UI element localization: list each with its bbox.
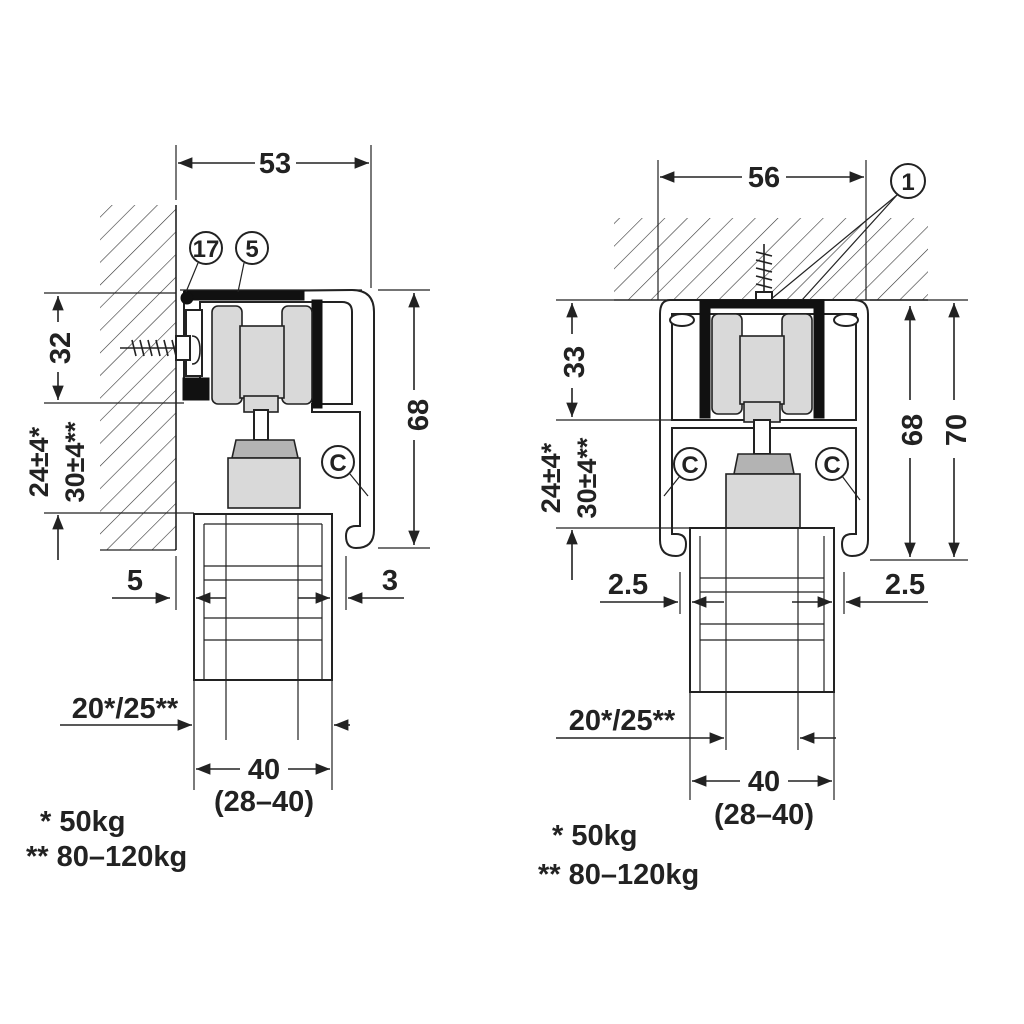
dim-height-68: 68 (403, 399, 435, 431)
roller-left (211, 305, 243, 405)
right-note-2: ** 80–120kg (538, 859, 699, 891)
dim-door-width: 40 (248, 754, 280, 786)
roller-left (711, 313, 743, 415)
dim-adjust-2: 30±4** (60, 421, 90, 502)
dim-gap-right: 3 (382, 565, 398, 597)
callout-c-left-circle (673, 447, 707, 481)
dim-adjust-1: 24±4* (536, 442, 566, 513)
roller-right (781, 313, 813, 415)
wall-screw (120, 335, 191, 361)
dim-height-68: 68 (897, 414, 929, 446)
left-note-2: ** 80–120kg (26, 841, 187, 873)
left-drawing: 53 (24, 145, 435, 818)
door-panel-left (193, 513, 333, 790)
track-profile-left (180, 288, 375, 550)
door-panel-right (689, 527, 835, 800)
dim-door-range: (28–40) (214, 786, 314, 818)
dim-height-32: 32 (45, 332, 77, 364)
dim-top-width: 56 (748, 162, 780, 194)
callout-5-circle (235, 231, 269, 265)
right-note-1: * 50kg (552, 820, 637, 852)
dim-height-70: 70 (941, 414, 973, 446)
dim-door-width: 40 (748, 766, 780, 798)
dim-gap-left: 5 (127, 565, 143, 597)
callout-c-right-circle (815, 447, 849, 481)
dim-gap-right: 2.5 (885, 569, 925, 601)
callout-1-circle (890, 163, 926, 199)
dim-door-thickness: 20*/25** (72, 693, 179, 725)
wall-hatch (100, 205, 176, 550)
callout-1: 1 (901, 169, 914, 196)
dim-top-width: 53 (259, 148, 291, 180)
hex-nut (231, 439, 299, 459)
dim-door-range: (28–40) (714, 799, 814, 831)
callout-c-left: C (681, 452, 698, 479)
dim-door-thickness: 20*/25** (569, 705, 676, 737)
ceiling-hatch (614, 218, 928, 300)
track-profile-right (659, 299, 869, 558)
callout-17-circle (189, 231, 223, 265)
door-bracket (725, 473, 801, 529)
dim-adjust-1: 24±4* (24, 426, 54, 497)
left-note-1: * 50kg (40, 806, 125, 838)
callout-5: 5 (245, 236, 258, 263)
dim-adjust-2: 30±4** (572, 437, 602, 518)
callout-c-circle (321, 445, 355, 479)
hex-nut (733, 453, 795, 475)
callout-17: 17 (193, 236, 220, 263)
callout-c: C (329, 450, 346, 477)
right-drawing: 56 1 (536, 160, 973, 831)
roller-right (281, 305, 313, 405)
door-bracket (227, 457, 301, 509)
dim-height-33: 33 (559, 346, 591, 378)
callout-c-right: C (823, 452, 840, 479)
dim-gap-left: 2.5 (608, 569, 648, 601)
